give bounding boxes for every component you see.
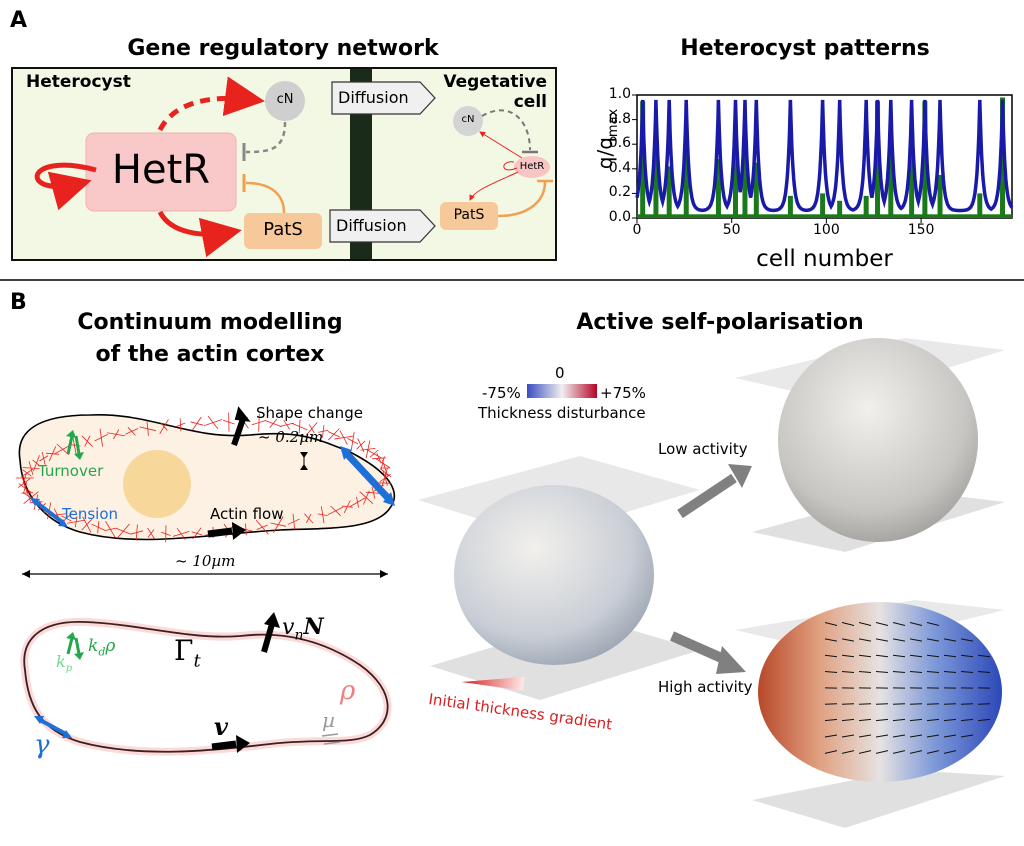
turnover-label: Turnover — [38, 462, 103, 480]
polarity-arrow — [876, 704, 888, 705]
ellipsoid-high-activity — [758, 602, 1002, 782]
asp-title: Active self-polarisation — [500, 310, 940, 335]
pats-label: PatS — [244, 219, 322, 240]
diffusion-bottom-label: Diffusion — [336, 216, 407, 235]
cell-label: cell — [422, 92, 547, 112]
continuum-title-1: Continuum modelling — [10, 310, 410, 335]
rho-halo — [24, 622, 387, 752]
v-label: v — [214, 712, 228, 741]
cn-small-label: cN — [453, 114, 483, 125]
heterocyst-label: Heterocyst — [26, 72, 131, 92]
y-tick-label: 0.4 — [601, 160, 631, 176]
continuum-title-2: of the actin cortex — [10, 342, 410, 367]
polarity-arrow — [859, 704, 871, 705]
hetr-label: HetR — [86, 147, 236, 193]
actin-filament — [366, 449, 382, 458]
vegetative-label: Vegetative — [422, 72, 547, 92]
actin-filament — [357, 441, 366, 449]
mu-arrows — [322, 734, 338, 736]
green-baseline — [637, 214, 1012, 218]
pats-small-label: PatS — [440, 207, 498, 223]
polarity-arrow — [961, 704, 973, 705]
colorbar — [527, 384, 597, 398]
low-activity-label: Low activity — [658, 440, 748, 458]
kd-arrow — [76, 638, 79, 654]
tension-label: Tension — [62, 505, 118, 523]
vnN-label: vnN — [282, 614, 324, 643]
x-tick-label: 100 — [806, 222, 846, 238]
y-tick-label: 0.2 — [601, 184, 631, 200]
polarity-arrow — [910, 704, 922, 705]
mu-label: µ — [322, 708, 335, 732]
actin-filament — [208, 416, 218, 429]
gamma-t-label: Γt — [174, 634, 201, 672]
actin-filament — [351, 432, 354, 451]
vnN-arrow — [264, 624, 272, 652]
high-activity-label: High activity — [658, 678, 753, 696]
cn-label: cN — [265, 92, 305, 107]
actin-flow-arrow — [208, 531, 232, 534]
x-tick-label: 150 — [901, 222, 941, 238]
v-arrow — [212, 744, 236, 747]
low-activity-arrow — [680, 478, 734, 514]
polarity-arrow — [944, 704, 956, 705]
cbar-min-label: -75% — [482, 384, 521, 402]
continuum-outline — [24, 622, 387, 752]
actin-filament — [340, 431, 348, 445]
nucleus — [123, 450, 191, 518]
y-tick-label: 0.8 — [601, 111, 631, 127]
diffusion-top-label: Diffusion — [338, 88, 409, 107]
kp-label: kp — [56, 652, 72, 674]
y-tick-label: 1.0 — [601, 86, 631, 102]
polarity-arrow — [842, 704, 854, 705]
thickness-scale-label: ~ 0.2µm — [258, 428, 323, 446]
green-spike — [938, 175, 943, 218]
polarity-arrow — [978, 704, 990, 705]
polarity-arrow — [825, 704, 837, 705]
rho-label: ρ — [340, 676, 355, 706]
shape-change-label: Shape change — [256, 404, 363, 422]
cbar-title: Thickness disturbance — [478, 404, 646, 422]
actin-flow-label: Actin flow — [210, 505, 283, 523]
hetr-small-label: HetR — [514, 161, 550, 172]
sphere-low-activity — [778, 338, 978, 542]
kd-rho-label: kdρ — [88, 636, 115, 658]
polarity-arrow — [893, 704, 905, 705]
cbar-max-label: +75% — [600, 384, 646, 402]
chart-xlabel: cell number — [637, 246, 1012, 272]
gamma-label: γ — [34, 730, 50, 760]
sphere-initial — [454, 485, 654, 665]
cell-length-label: ~ 10µm — [175, 552, 235, 570]
y-tick-label: 0.0 — [601, 209, 631, 225]
x-tick-label: 50 — [712, 222, 752, 238]
actin-filament — [191, 422, 204, 425]
actin-filament — [328, 432, 340, 437]
polarity-arrow — [927, 704, 939, 705]
cbar-zero-label: 0 — [555, 364, 565, 382]
y-tick-label: 0.6 — [601, 135, 631, 151]
